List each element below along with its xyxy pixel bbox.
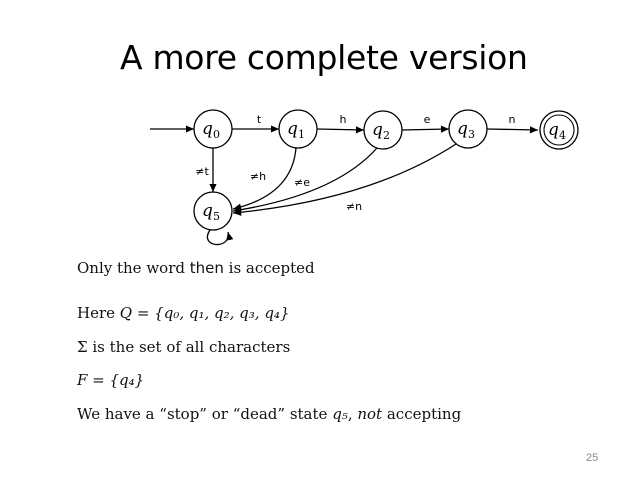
accepted-word-line: Only the word then is accepted xyxy=(77,259,315,277)
transition-label-q0-q5: ≠t xyxy=(195,165,209,178)
dead-state-not: not xyxy=(357,405,383,423)
dead-state-symbol: q₅ xyxy=(332,405,348,423)
transition-label-q3-q4: n xyxy=(509,113,516,126)
state-q4 xyxy=(539,110,579,150)
accepted-word: then xyxy=(189,259,224,277)
slide-number: 25 xyxy=(586,452,599,464)
dead-state-suffix: accepting xyxy=(382,405,462,423)
state-q0 xyxy=(193,109,233,149)
alphabet-line: Σ is the set of all characters xyxy=(77,338,291,356)
transition-label-q0-q1: t xyxy=(257,113,262,126)
dead-state-prefix: We have a “stop” or “dead” state xyxy=(77,405,333,423)
transition-q3-q4 xyxy=(486,126,539,134)
state-set-math: Q = {q₀, q₁, q₂, q₃, q₄} xyxy=(119,304,290,322)
transition-label-q2-q3: e xyxy=(424,113,431,126)
transition-label-q2-q5: ≠e xyxy=(294,176,310,189)
transition-label-q1-q2: h xyxy=(340,113,347,126)
final-states-math: F = {q₄} xyxy=(77,371,145,389)
transition-q2-q3 xyxy=(401,125,450,133)
dead-state-line: We have a “stop” or “dead” state q₅, not… xyxy=(77,405,461,423)
transition-q1-q5 xyxy=(232,147,297,211)
state-q5 xyxy=(193,191,233,231)
accepted-word-suffix: is accepted xyxy=(223,259,315,277)
state-set-prefix: Here xyxy=(77,304,120,322)
transition-q2-q5 xyxy=(232,147,378,214)
transition-q1-q2 xyxy=(316,126,365,134)
transition-q3-q5 xyxy=(232,143,457,216)
state-q2 xyxy=(363,110,403,150)
state-q3 xyxy=(448,109,488,149)
dead-state-comma: , xyxy=(347,405,358,423)
slide-title: A more complete version xyxy=(120,38,528,77)
transition-label-q3-q5: ≠n xyxy=(346,200,362,213)
transition-label-q1-q5: ≠h xyxy=(250,170,266,183)
final-states-line: F = {q₄} xyxy=(77,371,144,389)
accepted-word-prefix: Only the word xyxy=(77,259,190,277)
state-set-line: Here Q = {q₀, q₁, q₂, q₃, q₄} xyxy=(77,304,290,322)
state-q1 xyxy=(278,109,318,149)
state-q4-accepting-ring xyxy=(543,114,575,146)
transition-q5-q5 xyxy=(206,229,234,246)
